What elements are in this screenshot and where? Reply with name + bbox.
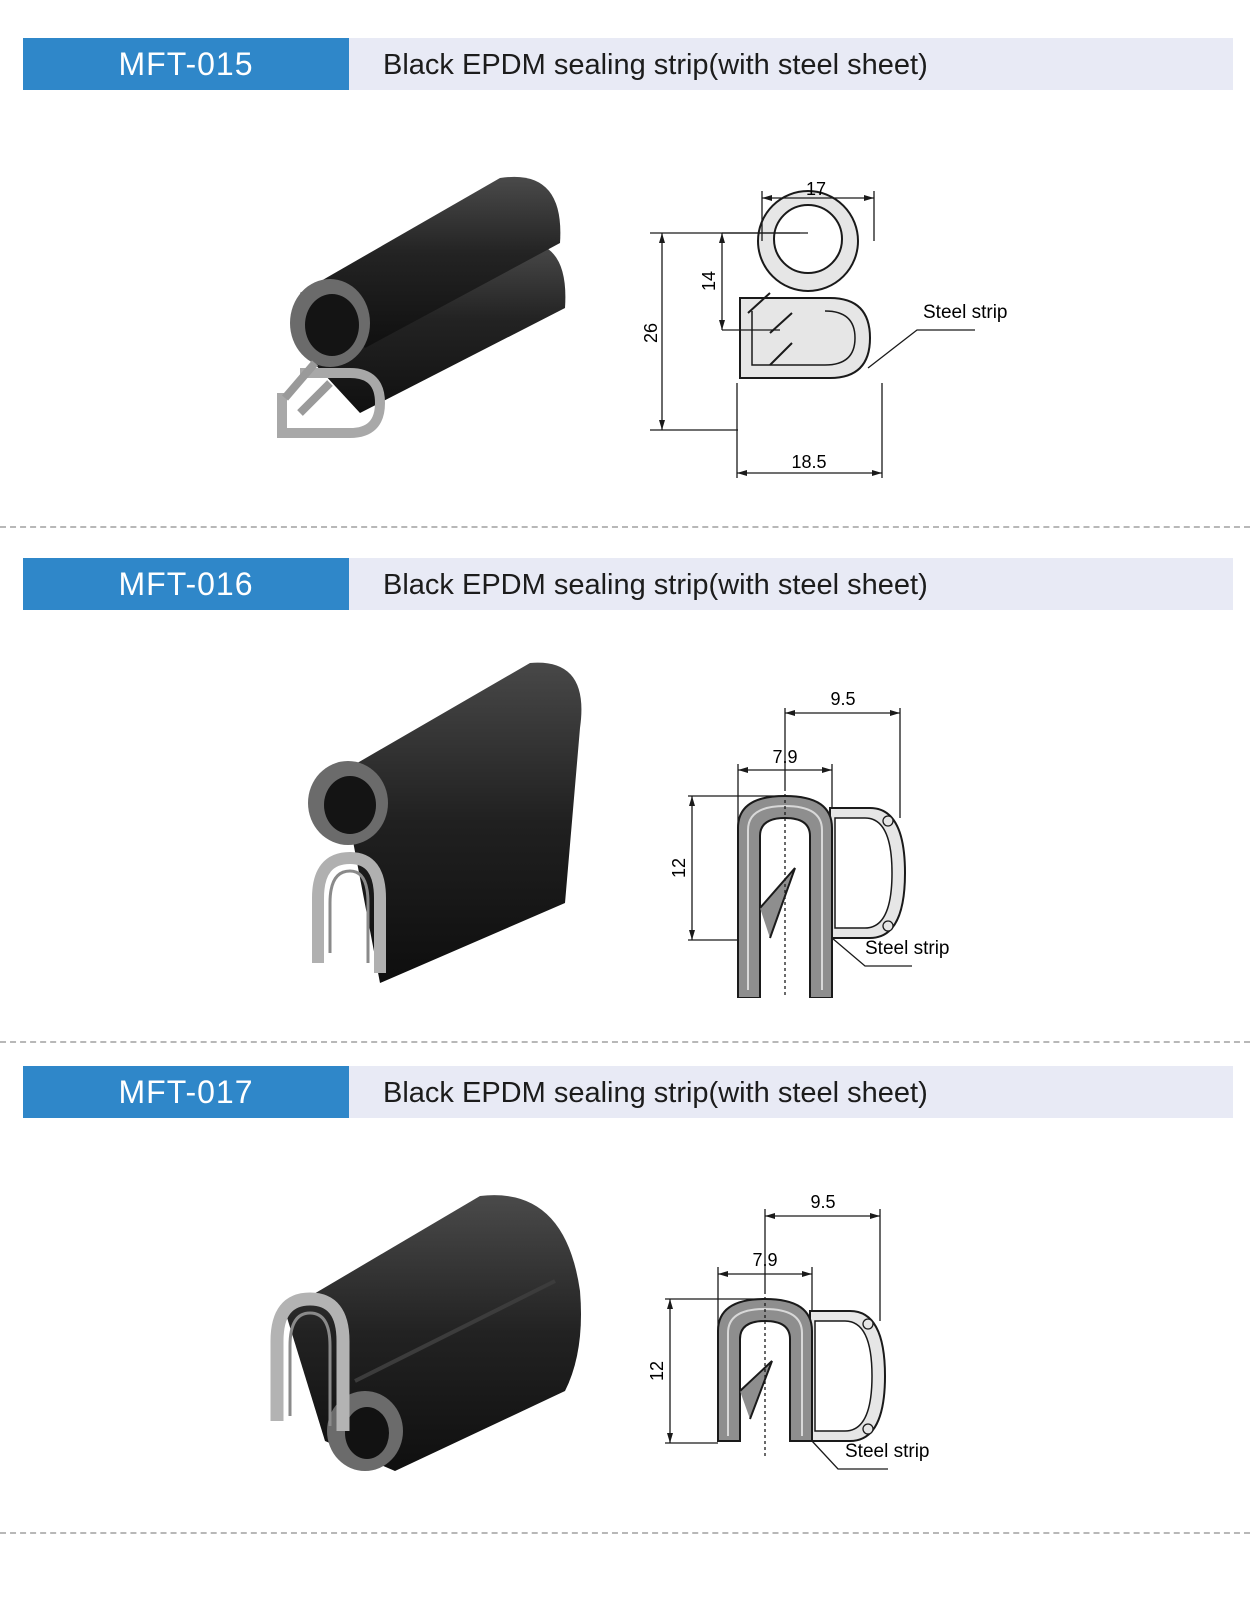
- callout-label: Steel strip: [845, 1441, 929, 1462]
- product-title: Black EPDM sealing strip(with steel shee…: [383, 569, 928, 601]
- product-header: MFT-017 Black EPDM sealing strip(with st…: [23, 1066, 1233, 1118]
- dimension-label: 18.5: [791, 452, 826, 472]
- callout-label: Steel strip: [923, 302, 1007, 323]
- cross-section-drawing: 9.5 7.9 12 Steel strip: [669, 689, 949, 998]
- dimension-label: 9.5: [830, 689, 855, 709]
- dimension-label: 12: [669, 858, 689, 878]
- product-title: Black EPDM sealing strip(with steel shee…: [383, 1077, 928, 1109]
- callout-label: Steel strip: [865, 938, 949, 959]
- product-section-mft-017: MFT-017 Black EPDM sealing strip(with st…: [0, 1066, 1250, 1546]
- section-divider: [0, 1532, 1250, 1534]
- product-header: MFT-015 Black EPDM sealing strip(with st…: [23, 38, 1233, 90]
- dimension-label: 7.9: [752, 1250, 777, 1270]
- product-code: MFT-016: [23, 558, 349, 610]
- product-section-mft-016: MFT-016 Black EPDM sealing strip(with st…: [0, 558, 1250, 1038]
- dimension-label: 14: [699, 271, 719, 291]
- product-image-3d: [270, 1195, 581, 1471]
- dimension-label: 26: [641, 323, 661, 343]
- section-divider: [0, 1041, 1250, 1043]
- dimension-label: 9.5: [810, 1192, 835, 1212]
- product-header: MFT-016 Black EPDM sealing strip(with st…: [23, 558, 1233, 610]
- cross-section-drawing: 17 14 26 18.5 Steel strip: [641, 179, 1007, 478]
- product-image-3d: [277, 176, 566, 438]
- dimension-label: 17: [806, 179, 826, 199]
- section-divider: [0, 526, 1250, 528]
- product-title: Black EPDM sealing strip(with steel shee…: [383, 49, 928, 81]
- product-image-3d: [308, 662, 582, 983]
- product-code: MFT-017: [23, 1066, 349, 1118]
- dimension-label: 12: [647, 1361, 667, 1381]
- dimension-label: 7.9: [772, 747, 797, 767]
- product-section-mft-015: MFT-015 Black EPDM sealing strip(with st…: [0, 38, 1250, 528]
- cross-section-drawing: 9.5 7.9 12 Steel strip: [647, 1192, 929, 1470]
- product-code: MFT-015: [23, 38, 349, 90]
